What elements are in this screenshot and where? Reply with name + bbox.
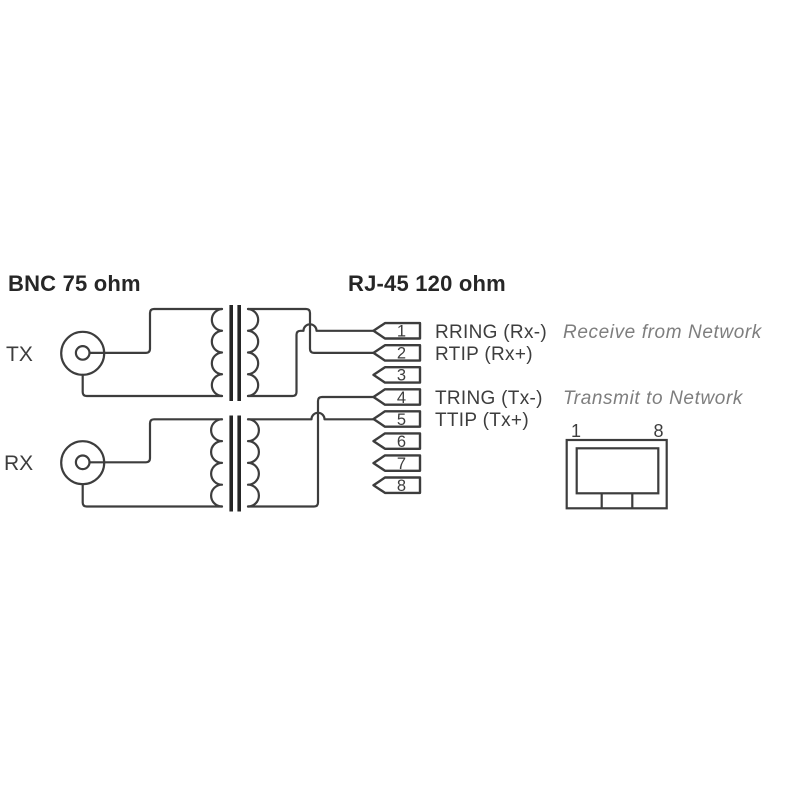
heading-rj45: RJ-45 120 ohm bbox=[348, 271, 506, 296]
pin-4-number: 4 bbox=[397, 389, 406, 407]
heading-bnc: BNC 75 ohm bbox=[8, 271, 141, 296]
rx-label: RX bbox=[4, 452, 33, 475]
pin-6-number: 6 bbox=[397, 433, 406, 451]
pin-1-number: 1 bbox=[397, 323, 406, 341]
pin-2-number: 2 bbox=[397, 345, 406, 363]
rj45-jack-icon: 1 8 bbox=[565, 421, 668, 510]
pin-1-signal-label: RRING (Rx-) bbox=[435, 322, 547, 343]
rj45-pin-6 bbox=[372, 432, 422, 450]
rx-circuit bbox=[60, 395, 375, 512]
rj45-pin-5 bbox=[372, 410, 422, 428]
rj45-pin-3 bbox=[372, 366, 422, 384]
rj45-pin-2 bbox=[372, 344, 422, 362]
rj45-pin-7 bbox=[372, 454, 422, 472]
jack-pin8-number: 8 bbox=[653, 421, 663, 441]
pin-5-signal-label: TTIP (Tx+) bbox=[435, 410, 529, 431]
transmit-annotation: Transmit to Network bbox=[563, 388, 744, 409]
jack-pin1-number: 1 bbox=[571, 421, 581, 441]
pin-signal-labels: RRING (Rx-) RTIP (Rx+) TRING (Tx-) TTIP … bbox=[435, 322, 547, 431]
jack-latch-tab bbox=[600, 493, 634, 509]
pin-3-number: 3 bbox=[397, 367, 406, 385]
pin-5-number: 5 bbox=[397, 411, 406, 429]
rx-core-bar-right bbox=[237, 415, 241, 512]
tx-wire-to-pin2 bbox=[246, 307, 375, 354]
pin-8-number: 8 bbox=[397, 477, 406, 495]
receive-annotation: Receive from Network bbox=[563, 322, 763, 343]
rx-secondary-winding bbox=[246, 418, 260, 508]
rx-primary-winding bbox=[210, 418, 224, 508]
tx-secondary-winding bbox=[246, 307, 260, 398]
tx-wire-to-pin1 bbox=[246, 323, 375, 398]
rx-primary-bottom-wire bbox=[81, 483, 224, 508]
tx-label: TX bbox=[6, 343, 33, 366]
tx-primary-bottom-wire bbox=[81, 373, 224, 398]
tx-core-bar-right bbox=[237, 305, 241, 401]
pin-4-signal-label: TRING (Tx-) bbox=[435, 388, 543, 409]
rj45-pin-column: 1 2 3 4 5 6 7 8 bbox=[372, 321, 422, 495]
tx-core-bar-left bbox=[229, 305, 233, 401]
rx-wire-to-pin4 bbox=[246, 395, 375, 508]
jack-inner-outline bbox=[575, 447, 660, 495]
rx-primary-top-wire bbox=[88, 418, 224, 464]
tx-circuit bbox=[60, 305, 375, 401]
rj45-pin-8 bbox=[372, 476, 422, 495]
pin-7-number: 7 bbox=[397, 455, 406, 473]
rj45-pin-4 bbox=[372, 388, 422, 406]
pin-2-signal-label: RTIP (Rx+) bbox=[435, 344, 533, 365]
rj45-pin-1 bbox=[372, 321, 422, 340]
tx-primary-winding bbox=[210, 307, 224, 398]
jack-outer-outline bbox=[565, 438, 668, 510]
rx-core-bar-left bbox=[229, 415, 233, 512]
tx-primary-top-wire bbox=[88, 307, 224, 354]
